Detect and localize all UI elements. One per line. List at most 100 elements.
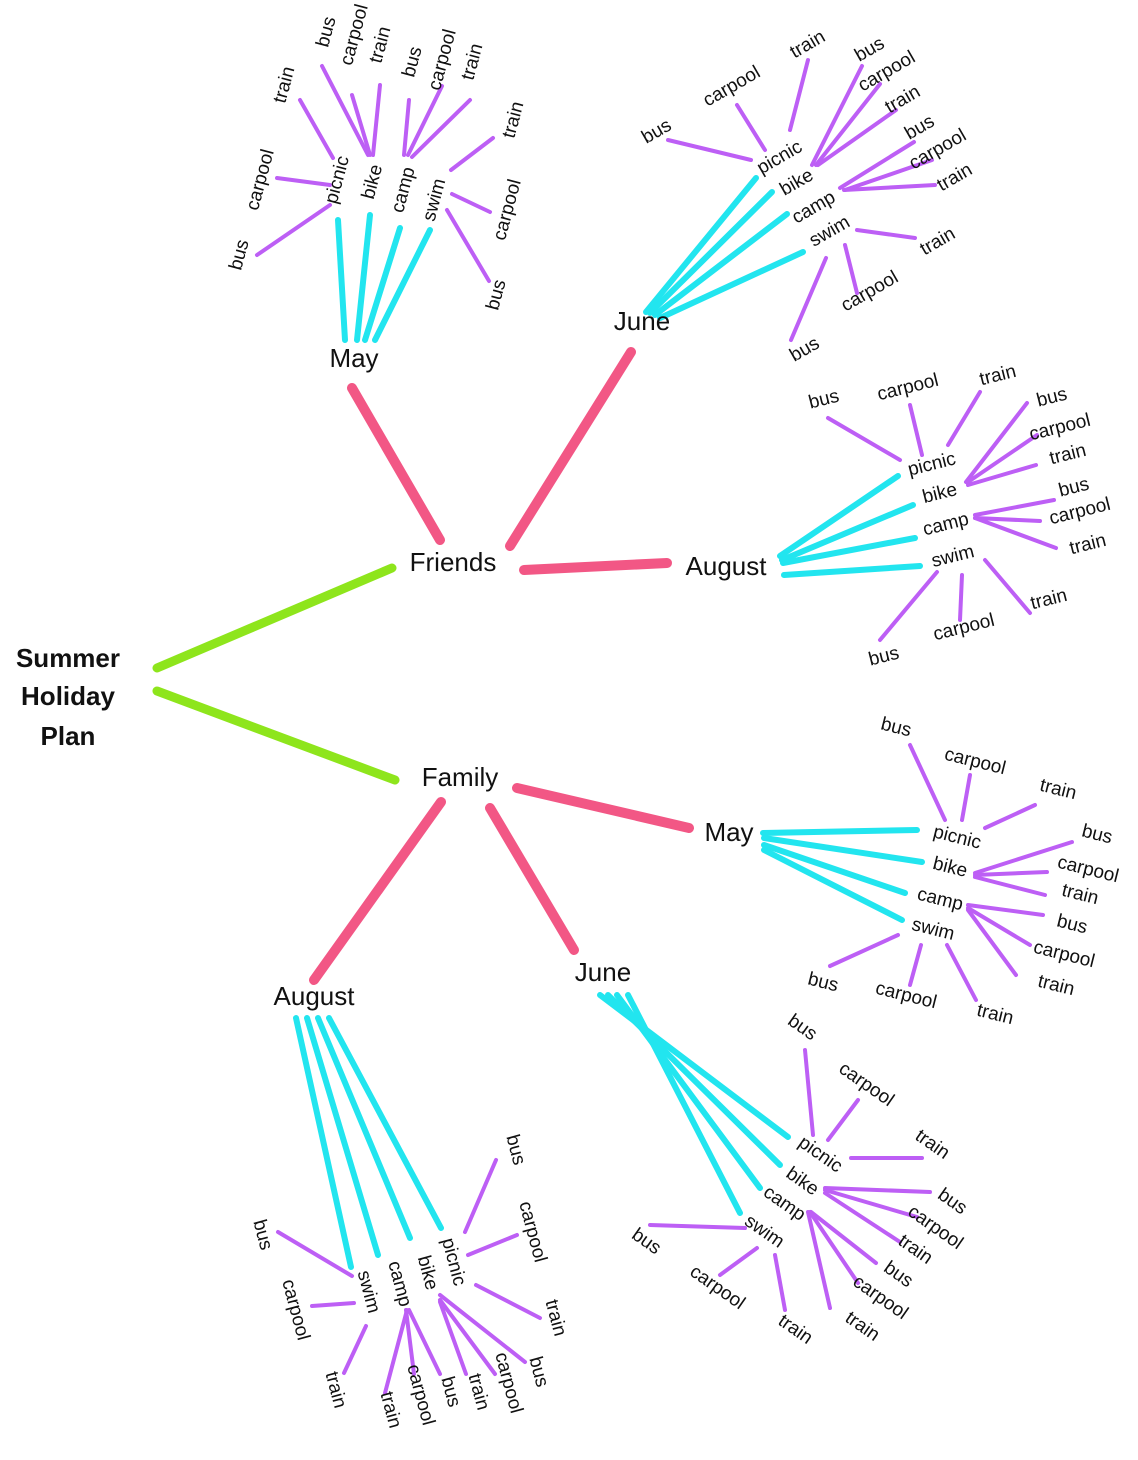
branch-family-june-camp-bus bbox=[809, 1210, 878, 1265]
branch-friends-august-swim-carpool bbox=[958, 573, 964, 622]
transport-label-family-may-picnic-bus: bus bbox=[879, 714, 914, 742]
branch-family-august-picnic bbox=[326, 1015, 444, 1231]
branch-friends-august-camp-carpool bbox=[973, 516, 1042, 523]
branch-friends-august-picnic-train bbox=[946, 390, 982, 447]
transport-label-friends-may-picnic-train: train bbox=[270, 64, 300, 105]
transport-label-family-may-bike-bus: bus bbox=[1080, 821, 1115, 849]
month-label-family-june: June bbox=[575, 957, 631, 987]
branch-family-may-picnic-bus bbox=[908, 743, 947, 822]
branch-friends-may-picnic-train bbox=[298, 98, 335, 160]
transport-label-family-may-bike-train: train bbox=[1060, 880, 1101, 909]
branch-family-june-bike-train bbox=[823, 1191, 902, 1244]
branch-friends-may-camp-carpool bbox=[406, 84, 444, 157]
transport-label-family-may-swim-bus: bus bbox=[806, 969, 841, 997]
branch-friends-june-picnic bbox=[643, 175, 759, 315]
branch-friends-may-bike-carpool bbox=[350, 93, 372, 157]
transport-label-friends-may-camp-train: train bbox=[458, 41, 488, 82]
branch-friends-may-picnic bbox=[335, 217, 348, 343]
activity-label-family-may-camp: camp bbox=[915, 884, 965, 916]
transport-label-family-august-swim-train: train bbox=[321, 1369, 351, 1410]
branch-friends-may-picnic-carpool bbox=[275, 176, 332, 187]
transport-label-family-june-swim-carpool: carpool bbox=[686, 1261, 749, 1314]
transport-label-friends-may-swim-carpool: carpool bbox=[489, 177, 525, 243]
branch-family-august-picnic-train bbox=[474, 1283, 542, 1320]
transport-label-friends-august-swim-bus: bus bbox=[866, 643, 901, 671]
transport-label-family-june-camp-train: train bbox=[841, 1307, 883, 1345]
group-label-family: Family bbox=[422, 762, 499, 792]
month-label-friends-may: May bbox=[329, 343, 378, 373]
transport-label-family-august-camp-carpool: carpool bbox=[402, 1362, 438, 1428]
branch-family-may-picnic-carpool bbox=[960, 773, 972, 822]
month-label-family-august: August bbox=[274, 981, 356, 1011]
transport-label-friends-may-swim-bus: bus bbox=[482, 277, 510, 312]
branch-friends-august-picnic-bus bbox=[826, 416, 902, 462]
transport-label-friends-may-camp-bus: bus bbox=[398, 44, 426, 79]
transport-label-family-june-picnic-carpool: carpool bbox=[835, 1058, 898, 1111]
branch-family-june-picnic-bus bbox=[803, 1048, 815, 1137]
transport-label-family-august-bike-train: train bbox=[464, 1371, 494, 1412]
branch-friends-june-camp-bus bbox=[838, 140, 916, 190]
transport-label-friends-june-camp-train: train bbox=[933, 159, 976, 196]
branch-family-may-swim-bus bbox=[828, 933, 900, 968]
month-label-friends-august: August bbox=[686, 551, 768, 581]
transport-label-friends-may-camp-carpool: carpool bbox=[424, 27, 460, 93]
transport-label-friends-august-camp-train: train bbox=[1067, 530, 1108, 559]
branch-friends-august-swim bbox=[781, 563, 923, 578]
root-line-2: Holiday bbox=[21, 681, 115, 711]
transport-label-family-august-swim-bus: bus bbox=[248, 1217, 276, 1252]
branch-friends-june-swim-train bbox=[855, 228, 917, 240]
activity-label-family-august-swim: swim bbox=[353, 1268, 384, 1315]
branch-family-may-camp-bus bbox=[966, 903, 1045, 917]
branch-family-august-camp bbox=[304, 1015, 381, 1258]
branch-friends-august-bike-train bbox=[966, 463, 1038, 487]
transport-label-friends-may-picnic-bus: bus bbox=[225, 237, 253, 272]
branch-friends-may-camp-bus bbox=[402, 98, 411, 157]
activity-label-family-august-camp: camp bbox=[383, 1259, 415, 1309]
transport-label-family-may-camp-bus: bus bbox=[1055, 911, 1090, 939]
branch-family-may-camp-carpool bbox=[966, 906, 1032, 947]
transport-label-family-june-swim-train: train bbox=[774, 1310, 816, 1348]
activity-label-friends-august-camp: camp bbox=[921, 509, 971, 541]
mind-map-labels: Summer Holiday Plan FriendsMaypicnicbusc… bbox=[16, 2, 1121, 1430]
mind-map-edges bbox=[152, 58, 1074, 1395]
transport-label-friends-may-swim-train: train bbox=[499, 99, 529, 140]
branch-family-june-bike-bus bbox=[823, 1186, 932, 1194]
branch-friends-june-camp bbox=[652, 211, 790, 318]
transport-label-friends-august-swim-carpool: carpool bbox=[931, 610, 997, 645]
branch-family-august-picnic-carpool bbox=[466, 1233, 519, 1257]
transport-label-friends-august-picnic-bus: bus bbox=[806, 386, 841, 414]
branch-family-may-bike bbox=[761, 835, 925, 865]
branch-friends-may-swim-carpool bbox=[450, 192, 492, 214]
branch-family-august-swim-train bbox=[342, 1324, 368, 1375]
branch-family-may-swim-train bbox=[945, 943, 978, 1002]
transport-label-friends-june-picnic-train: train bbox=[786, 26, 829, 63]
transport-label-friends-august-picnic-train: train bbox=[977, 361, 1018, 390]
branch-friends-june-swim bbox=[657, 249, 806, 321]
branch-friends-august-bike-carpool bbox=[966, 433, 1039, 484]
transport-label-friends-june-picnic-bus: bus bbox=[638, 115, 675, 149]
branch-family-june-swim-bus bbox=[648, 1223, 747, 1230]
transport-label-family-may-picnic-carpool: carpool bbox=[942, 744, 1008, 779]
transport-label-family-august-swim-carpool: carpool bbox=[277, 1277, 313, 1343]
branch-friends-june-bike-train bbox=[816, 108, 898, 167]
activity-label-family-may-swim: swim bbox=[910, 914, 957, 945]
branch-family-may-picnic bbox=[760, 827, 920, 836]
transport-label-family-august-camp-bus: bus bbox=[436, 1374, 464, 1409]
branch-family-may-picnic-train bbox=[983, 803, 1037, 830]
branch-friends-may-picnic-bus bbox=[255, 203, 332, 257]
branch-friends-may-swim bbox=[372, 227, 433, 343]
branch-family-may-swim-carpool bbox=[908, 943, 923, 987]
activity-label-friends-may-camp: camp bbox=[387, 165, 419, 215]
branch-friends-june-bike bbox=[647, 189, 775, 316]
month-label-friends-june: June bbox=[614, 306, 670, 336]
branch-friends-june bbox=[505, 347, 636, 551]
transport-label-friends-june-picnic-carpool: carpool bbox=[700, 62, 764, 111]
branch-family-june-swim bbox=[625, 992, 743, 1216]
branch-friends-may-bike-bus bbox=[320, 64, 370, 157]
transport-label-family-august-picnic-carpool: carpool bbox=[514, 1199, 550, 1265]
branch-friends-june-camp-train bbox=[842, 183, 937, 192]
branch-family-august-swim bbox=[293, 1015, 354, 1270]
transport-label-friends-august-bike-train: train bbox=[1047, 440, 1088, 469]
transport-label-friends-august-picnic-carpool: carpool bbox=[875, 370, 941, 405]
